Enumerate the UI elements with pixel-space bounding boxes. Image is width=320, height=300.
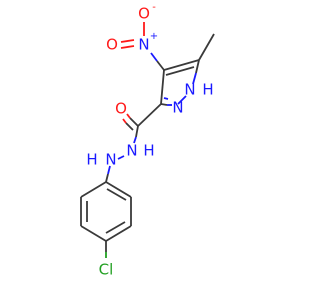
hydrazide-nitrogen-1-label: N <box>126 142 137 160</box>
chlorine-label: Cl <box>99 261 114 279</box>
bond-ring-4 <box>80 225 107 242</box>
bond-ring-6 <box>80 181 107 198</box>
molecule-canvas: N + O - O N H N O N H N H Cl <box>80 2 215 279</box>
nitro-plus-charge: + <box>150 31 158 42</box>
hydrazide-hydrogen-2-label: H <box>86 151 97 169</box>
nitro-minus-charge: - <box>152 2 156 13</box>
bond-n1-n2 <box>177 95 187 105</box>
bond-c5-n1-c <box>195 59 200 74</box>
nitro-oxygen-top-label: O <box>138 5 150 23</box>
bond-c5-c4 <box>163 59 200 71</box>
pyrazole-nh-nitrogen-label: N <box>184 81 195 99</box>
bond-nh-nh <box>117 155 125 160</box>
bond-n2-c3-c <box>160 103 168 106</box>
pyrazole-nh-hydrogen-label: H <box>202 81 213 99</box>
bond-c4-c3 <box>160 69 165 105</box>
bond-c3-carbonyl <box>137 103 162 127</box>
molecule-structure: N + O - O N H N O N H N H Cl <box>80 2 215 279</box>
bond-methyl <box>198 33 215 61</box>
bond-carbonyl-o-o <box>126 113 131 119</box>
bond-c5-n1-n <box>192 72 197 85</box>
bond-c4-nitro-c <box>156 60 165 71</box>
carbonyl-oxygen-label: O <box>115 100 127 118</box>
bond-lines <box>80 33 215 242</box>
bond-nitro-o-left-2 <box>120 39 135 43</box>
hydrazide-nitrogen-2-label: N <box>105 151 116 169</box>
bond-nh-ring-c <box>105 173 109 183</box>
nitro-oxygen-left-label: O <box>106 36 118 54</box>
bond-n2-c3-inner <box>163 97 169 100</box>
bond-ring-inner-1 <box>106 188 127 201</box>
bond-c4-nitro-n <box>150 52 158 62</box>
bond-nh-ring-n <box>107 165 111 175</box>
atom-labels: N + O - O N H N O N H N H Cl <box>86 2 213 279</box>
bond-carbonyl-nh-c <box>135 125 139 138</box>
bond-carbonyl-o-2c <box>125 122 134 131</box>
bond-carbonyl-nh-n <box>133 136 137 144</box>
bond-ring-inner-2 <box>105 221 126 234</box>
bond-c5-c4-inner <box>165 66 195 76</box>
pyrazole-n-label: N <box>172 99 183 117</box>
bond-carbonyl-o-2o <box>122 118 127 124</box>
bond-ring-3 <box>105 225 132 242</box>
nitro-nitrogen-label: N <box>138 36 149 54</box>
bond-carbonyl-o-c <box>129 117 139 127</box>
hydrazide-hydrogen-1-label: H <box>143 142 154 160</box>
bond-nitro-o-left <box>120 45 135 49</box>
bond-hetero-lines <box>105 22 200 258</box>
bond-ring-1 <box>105 181 132 198</box>
